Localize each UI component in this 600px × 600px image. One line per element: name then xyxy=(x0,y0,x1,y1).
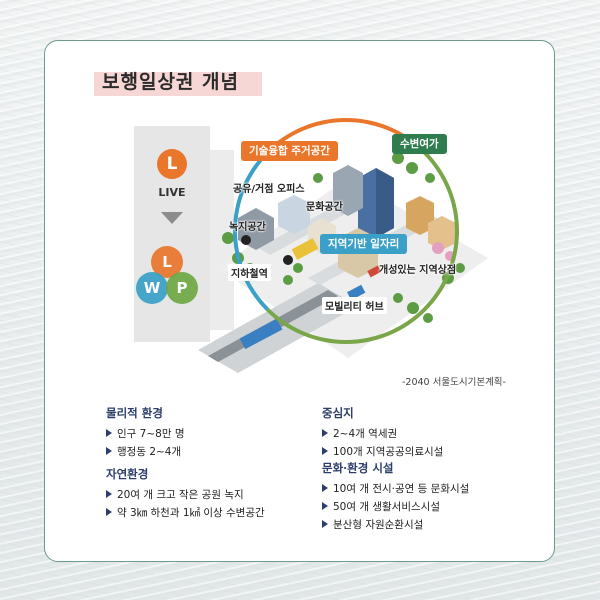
live-label: LIVE xyxy=(158,186,186,199)
source-note: -2040 서울도시기본계획- xyxy=(402,377,506,388)
section-title: 중심지 xyxy=(322,406,354,420)
label-shops: 개성있는 지역상점 xyxy=(379,265,457,276)
bullet-icon xyxy=(106,429,112,437)
title-block: 보행일상권 개념 xyxy=(94,66,262,98)
down-arrow-icon xyxy=(161,212,183,224)
list-item: 10여 개 전시·공연 등 문화시설 xyxy=(322,481,469,496)
live-icon: L xyxy=(157,149,187,179)
bullet-icon xyxy=(106,508,112,516)
section-title: 물리적 환경 xyxy=(106,406,163,420)
bullet-icon xyxy=(322,447,328,455)
page-title: 보행일상권 개념 xyxy=(102,71,239,93)
tag-jobs: 지역기반 일자리 xyxy=(320,234,408,254)
walking-zone-circle xyxy=(233,118,459,344)
title-highlight xyxy=(94,72,262,96)
section-physical: 물리적 환경 인구 7~8만 명 행정동 2~4개 xyxy=(106,405,184,462)
tag-housing: 기술융합 주거공간 xyxy=(241,141,338,161)
section-title: 자연환경 xyxy=(106,467,149,481)
list-item: 100개 지역공공의료시설 xyxy=(322,444,443,459)
list-item: 인구 7~8만 명 xyxy=(106,426,184,441)
label-mobility: 모빌리티 허브 xyxy=(322,297,387,314)
section-culture-env: 문화·환경 시설 10여 개 전시·공연 등 문화시설 50여 개 생활서비스시… xyxy=(322,460,469,535)
label-culture: 문화공간 xyxy=(306,202,343,213)
section-title: 문화·환경 시설 xyxy=(322,461,394,475)
list-item: 분산형 자원순환시설 xyxy=(322,517,469,532)
label-green: 녹지공간 xyxy=(229,222,266,233)
bullet-icon xyxy=(106,447,112,455)
label-subway: 지하철역 xyxy=(228,264,271,281)
lwp-venn-icon: L W P xyxy=(134,244,200,306)
list-item: 행정동 2~4개 xyxy=(106,444,184,459)
list-item: 약 3㎞ 하천과 1㎢ 이상 수변공간 xyxy=(106,505,265,520)
bullet-icon xyxy=(322,429,328,437)
label-office: 공유/거점 오피스 xyxy=(233,184,305,195)
bullet-icon xyxy=(322,520,328,528)
bullet-icon xyxy=(322,484,328,492)
section-nature: 자연환경 20여 개 크고 작은 공원 녹지 약 3㎞ 하천과 1㎢ 이상 수변… xyxy=(106,466,265,523)
list-item: 2~4개 역세권 xyxy=(322,426,443,441)
bullet-icon xyxy=(322,502,328,510)
lwp-p: P xyxy=(166,272,198,304)
list-item: 50여 개 생활서비스시설 xyxy=(322,499,469,514)
section-center: 중심지 2~4개 역세권 100개 지역공공의료시설 xyxy=(322,405,443,462)
list-item: 20여 개 크고 작은 공원 녹지 xyxy=(106,487,265,502)
bullet-icon xyxy=(106,490,112,498)
tag-waterfront: 수변여가 xyxy=(392,134,447,154)
lwp-w: W xyxy=(136,272,168,304)
